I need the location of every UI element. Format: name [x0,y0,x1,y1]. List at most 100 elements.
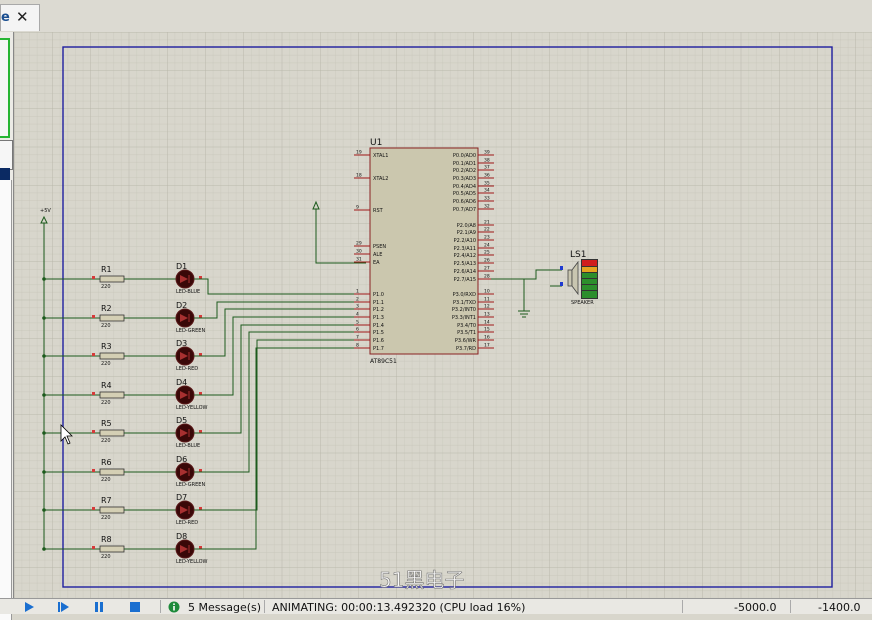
separator [790,600,791,613]
close-icon[interactable]: ✕ [16,8,29,26]
speaker-ref: LS1 [570,250,586,260]
mcu-pin-number: 39 [484,150,490,156]
bus-wires [194,278,354,550]
pin-marker [199,469,202,472]
messages-count[interactable]: 5 Message(s) [188,601,262,614]
bus-wire [194,339,354,511]
speaker-ls1[interactable]: LS1 SPEAKER [491,250,598,318]
resistor-body [99,545,125,553]
mcu-pin-number: 5 [356,320,359,326]
mcu-pin-name: P3.2/INT0 [452,307,476,313]
led-symbol [180,545,188,553]
led-type: LED-YELLOW [176,559,208,565]
mcu-pin-name: P3.5/T1 [457,330,476,336]
mcu-pin-number: 21 [484,220,490,226]
mcu-pin-name: P0.7/AD7 [453,207,476,213]
mcu-pin-name: P3.1/TXD [453,300,476,306]
mcu-pin-number: 17 [484,343,490,349]
resistor-value: 220 [101,361,111,367]
sheet-border [62,46,833,588]
led-ref: D8 [176,532,187,541]
play-icon[interactable] [22,601,36,613]
led-type: LED-BLUE [176,289,200,295]
led-type: LED-YELLOW [176,405,208,411]
resistor-body [99,391,125,399]
bus-wire [194,308,354,357]
led-type: LED-RED [176,366,198,372]
resistor-ref: R4 [101,381,112,390]
pin-marker [92,353,95,356]
mcu-pin-number: 37 [484,165,490,171]
led-type: LED-GREEN [176,328,205,334]
separator [682,600,683,613]
ea-power-terminal [312,200,366,264]
mcu-pin-name: ALE [373,252,382,258]
mcu-pin-name: P0.6/AD6 [453,199,476,205]
resistor-ref: R5 [101,419,112,428]
led-symbol [180,391,188,399]
mcu-pin-number: 34 [484,188,490,194]
led-symbol [180,506,188,514]
mcu-pin-number: 13 [484,312,490,318]
pin-marker [92,315,95,318]
mcu-pin-name: P1.2 [373,307,384,313]
mcu-pin-number: 33 [484,196,490,202]
mcu-pin-number: 32 [484,204,490,210]
mcu-pin-name: P0.3/AD3 [453,176,476,182]
resistor-value: 220 [101,477,111,483]
mcu-pin-number: 24 [484,243,490,249]
mcu-pin-number: 25 [484,250,490,256]
mcu-pin-name: P1.1 [373,300,384,306]
led-ref: D4 [176,378,187,387]
mcu-pin-name: P0.4/AD4 [453,184,476,190]
device-list[interactable] [0,180,12,620]
tab-label: e [1,10,10,25]
mcu-pin-number: 16 [484,335,490,341]
stop-icon[interactable] [128,601,142,613]
tab-bar: e ✕ [0,0,872,32]
mcu-pin-name: P0.1/AD1 [453,161,476,167]
bus-wire [194,278,354,295]
mcu-body[interactable] [369,147,479,355]
mcu-pin-number: 6 [356,327,359,333]
mcu-pin-name: P2.2/A10 [454,238,476,244]
mcu-pin-name: P1.4 [373,323,384,329]
pause-icon[interactable] [92,601,106,613]
mouse-cursor-icon [60,424,73,445]
led-ref: D1 [176,262,187,271]
mcu-pin-name: P1.7 [373,346,384,352]
coord-x: -5000.0 [734,601,777,614]
device-list-selected-item[interactable] [0,168,10,180]
resistor-value: 220 [101,438,111,444]
resistor-ref: R7 [101,496,112,505]
device-selector[interactable] [0,140,13,170]
mcu-pin-number: 28 [484,274,490,280]
mcu-pin-number: 29 [356,241,362,247]
resistor-value: 220 [101,284,111,290]
resistor-body [99,352,125,360]
pin-marker [199,430,202,433]
step-icon[interactable] [56,601,70,613]
mcu-pin-name: P2.5/A13 [454,261,476,267]
mcu-pin-name: RST [373,208,384,214]
led-rows: R1220D1LED-BLUER2220D2LED-GREENR3220D3LE… [42,262,208,565]
mcu-pin-name: P3.6/WR [455,338,477,344]
overview-window[interactable] [0,38,10,138]
resistor-value: 220 [101,554,111,560]
mcu-pin-number: 14 [484,320,490,326]
led-symbol [180,275,188,283]
pin-marker [92,276,95,279]
mcu-pin-number: 36 [484,173,490,179]
resistor-value: 220 [101,400,111,406]
left-panel [0,32,14,620]
led-ref: D5 [176,416,187,425]
mcu-pin-number: 18 [356,173,362,179]
bus-wire [194,316,354,396]
mcu-pin-name: P0.0/AD0 [453,153,476,159]
tab-schematic[interactable]: e ✕ [0,4,40,31]
pin-marker [199,392,202,395]
mcu-pin-number: 11 [484,297,490,303]
led-type: LED-BLUE [176,443,200,449]
mcu-pin-name: P3.3/INT1 [452,315,476,321]
